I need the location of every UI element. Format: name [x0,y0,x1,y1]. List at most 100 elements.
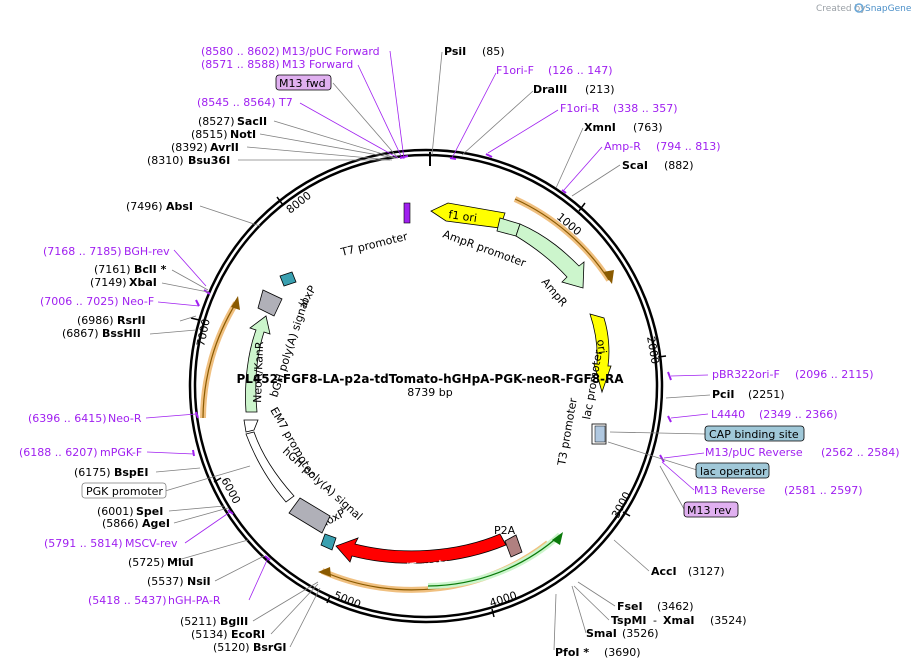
label-mscv-rev[interactable]: (5791 .. 5814) MSCV-rev [44,537,178,550]
label-noti[interactable]: (8515) NotI [191,128,256,141]
label-xbai[interactable]: (7149) XbaI [90,276,157,289]
label-nsii[interactable]: (5537) NsiI [147,575,211,588]
svg-text:(6001): (6001) [97,505,134,518]
svg-text:(5791 .. 5814): (5791 .. 5814) [44,537,123,550]
label-xmni[interactable]: XmnI (763) [584,121,663,134]
feature-loxp-top[interactable]: loxP [279,271,319,310]
label-neo-f[interactable]: (7006 .. 7025) Neo-F [40,295,154,308]
label-scai[interactable]: ScaI (882) [622,159,694,172]
svg-text:XmnI: XmnI [584,121,616,134]
svg-text:(8571 .. 8588): (8571 .. 8588) [201,58,280,71]
svg-text:FseI: FseI [617,600,643,613]
label-sacii[interactable]: (8527) SacII [198,115,267,128]
label-pfoi[interactable]: PfoI * (3690) [555,646,641,659]
label-bsshii[interactable]: (6867) BssHII [62,327,141,340]
label-hgh-pa-r[interactable]: (5418 .. 5437) hGH-PA-R [88,594,221,607]
svg-text:MSCV-rev: MSCV-rev [125,537,178,550]
label-l4440[interactable]: L4440 (2349 .. 2366) [711,408,838,421]
svg-text:Neo-F: Neo-F [122,295,154,308]
svg-text:mPGK-F: mPGK-F [100,446,142,459]
feature-f1-ori[interactable]: f1 ori [430,202,506,229]
svg-text:(7006 .. 7025): (7006 .. 7025) [40,295,119,308]
feature-ori[interactable]: ori [589,313,612,394]
feature-bgh-polya[interactable] [257,289,283,317]
label-m13-puc-forward[interactable]: (8580 .. 8602) M13/pUC Forward [201,45,380,58]
label-acci[interactable]: AccI (3127) [651,565,725,578]
svg-text:M13 Forward: M13 Forward [282,58,353,71]
svg-text:(5866): (5866) [102,517,139,530]
svg-text:(6867): (6867) [62,327,99,340]
label-avrii[interactable]: (8392) AvrII [171,141,239,154]
label-t7[interactable]: (8545 .. 8564) T7 [197,96,293,109]
label-agei[interactable]: (5866) AgeI [102,517,170,530]
label-rsrii[interactable]: (6986) RsrII [77,314,146,327]
svg-text:(794 .. 813): (794 .. 813) [656,140,721,153]
svg-text:BclI *: BclI * [134,263,167,276]
ori-label: ori [594,339,609,355]
tick-7000: 7000 [190,317,213,348]
svg-text:(8515): (8515) [191,128,228,141]
svg-text:EcoRI: EcoRI [231,628,265,641]
feature-p2a[interactable]: P2A [494,524,523,558]
feature-neo-kanr[interactable]: NeoR/KanR [245,315,271,413]
label-draiii[interactable]: DraIII (213) [533,83,615,96]
svg-text:Bsu36I: Bsu36I [188,154,230,167]
svg-text:(7168 .. 7185): (7168 .. 7185) [43,245,122,258]
f1-ori-label: f1 ori [448,208,478,225]
svg-text:AccI: AccI [651,565,677,578]
box-m13-fwd[interactable]: M13 fwd [275,74,332,91]
svg-text:NsiI: NsiI [187,575,211,588]
label-smai[interactable]: SmaI (3526) [586,627,659,640]
label-m13-forward[interactable]: (8571 .. 8588) M13 Forward [201,58,353,71]
feature-pgk-promoter-arc[interactable] [243,419,259,433]
label-fsei[interactable]: FseI (3462) [617,600,694,613]
label-f1ori-f[interactable]: F1ori-F (126 .. 147) [496,64,613,77]
label-f1ori-r[interactable]: F1ori-R (338 .. 357) [560,102,678,115]
label-tspmi-xmai[interactable]: TspMI - XmaI (3524) [611,614,747,627]
label-bglii[interactable]: (5211) BglII [180,615,248,628]
svg-text:BspEI: BspEI [114,466,148,479]
svg-text:(3690): (3690) [604,646,641,659]
svg-text:XmaI: XmaI [663,614,694,627]
feature-ampr[interactable] [515,223,585,289]
svg-text:(2581 .. 2597): (2581 .. 2597) [784,484,863,497]
orf-arc-neo [200,296,240,419]
box-m13-rev[interactable]: M13 rev [683,501,739,518]
feature-lac-promoter[interactable] [591,423,607,445]
label-m13-puc-reverse[interactable]: M13/pUC Reverse (2562 .. 2584) [705,446,900,459]
svg-text:BGH-rev: BGH-rev [124,245,170,258]
svg-text:(3524): (3524) [710,614,747,627]
label-spei[interactable]: (6001) SpeI [97,505,163,518]
feature-hgh-polya[interactable] [288,497,331,534]
label-bspei[interactable]: (6175) BspEI [74,466,148,479]
svg-text:(5537): (5537) [147,575,184,588]
label-neo-r[interactable]: (6396 .. 6415) Neo-R [28,412,142,425]
label-psii[interactable]: PsiI (85) [444,45,505,58]
svg-text:(85): (85) [482,45,505,58]
svg-text:M13/pUC Reverse: M13/pUC Reverse [705,446,803,459]
box-pgk-promoter[interactable]: PGK promoter [81,482,167,499]
feature-t7-promoter[interactable]: T7 promoter [339,202,411,259]
label-bcli[interactable]: (7161) BclI * [94,263,167,276]
label-amp-r[interactable]: Amp-R (794 .. 813) [604,140,721,153]
box-cap-binding-site[interactable]: CAP binding site [704,425,805,442]
svg-text:L4440: L4440 [711,408,745,421]
label-absi[interactable]: (7496) AbsI [126,200,193,213]
label-bgh-rev[interactable]: (7168 .. 7185) BGH-rev [43,245,170,258]
label-pbr322ori-f[interactable]: pBR322ori-F (2096 .. 2115) [712,368,874,381]
svg-text:lac operator: lac operator [700,465,767,478]
box-lac-operator[interactable]: lac operator [695,462,770,479]
svg-text:Amp-R: Amp-R [604,140,641,153]
label-m13-reverse[interactable]: M13 Reverse (2581 .. 2597) [694,484,863,497]
label-bsrgi[interactable]: (5120) BsrGI [213,641,286,654]
svg-text:T7: T7 [278,96,293,109]
svg-text:2000: 2000 [644,335,662,365]
label-mlui[interactable]: (5725) MluI [128,556,194,569]
label-bsu36i[interactable]: (8310) Bsu36I [147,154,230,167]
svg-text:PsiI: PsiI [444,45,466,58]
feature-tdtomato[interactable]: tdTomato [335,533,507,575]
label-ecori[interactable]: (5134) EcoRI [191,628,265,641]
feature-em7-promoter[interactable] [245,431,295,503]
label-pcii[interactable]: PciI (2251) [712,388,785,401]
label-mpgk-f[interactable]: (6188 .. 6207) mPGK-F [19,446,142,459]
